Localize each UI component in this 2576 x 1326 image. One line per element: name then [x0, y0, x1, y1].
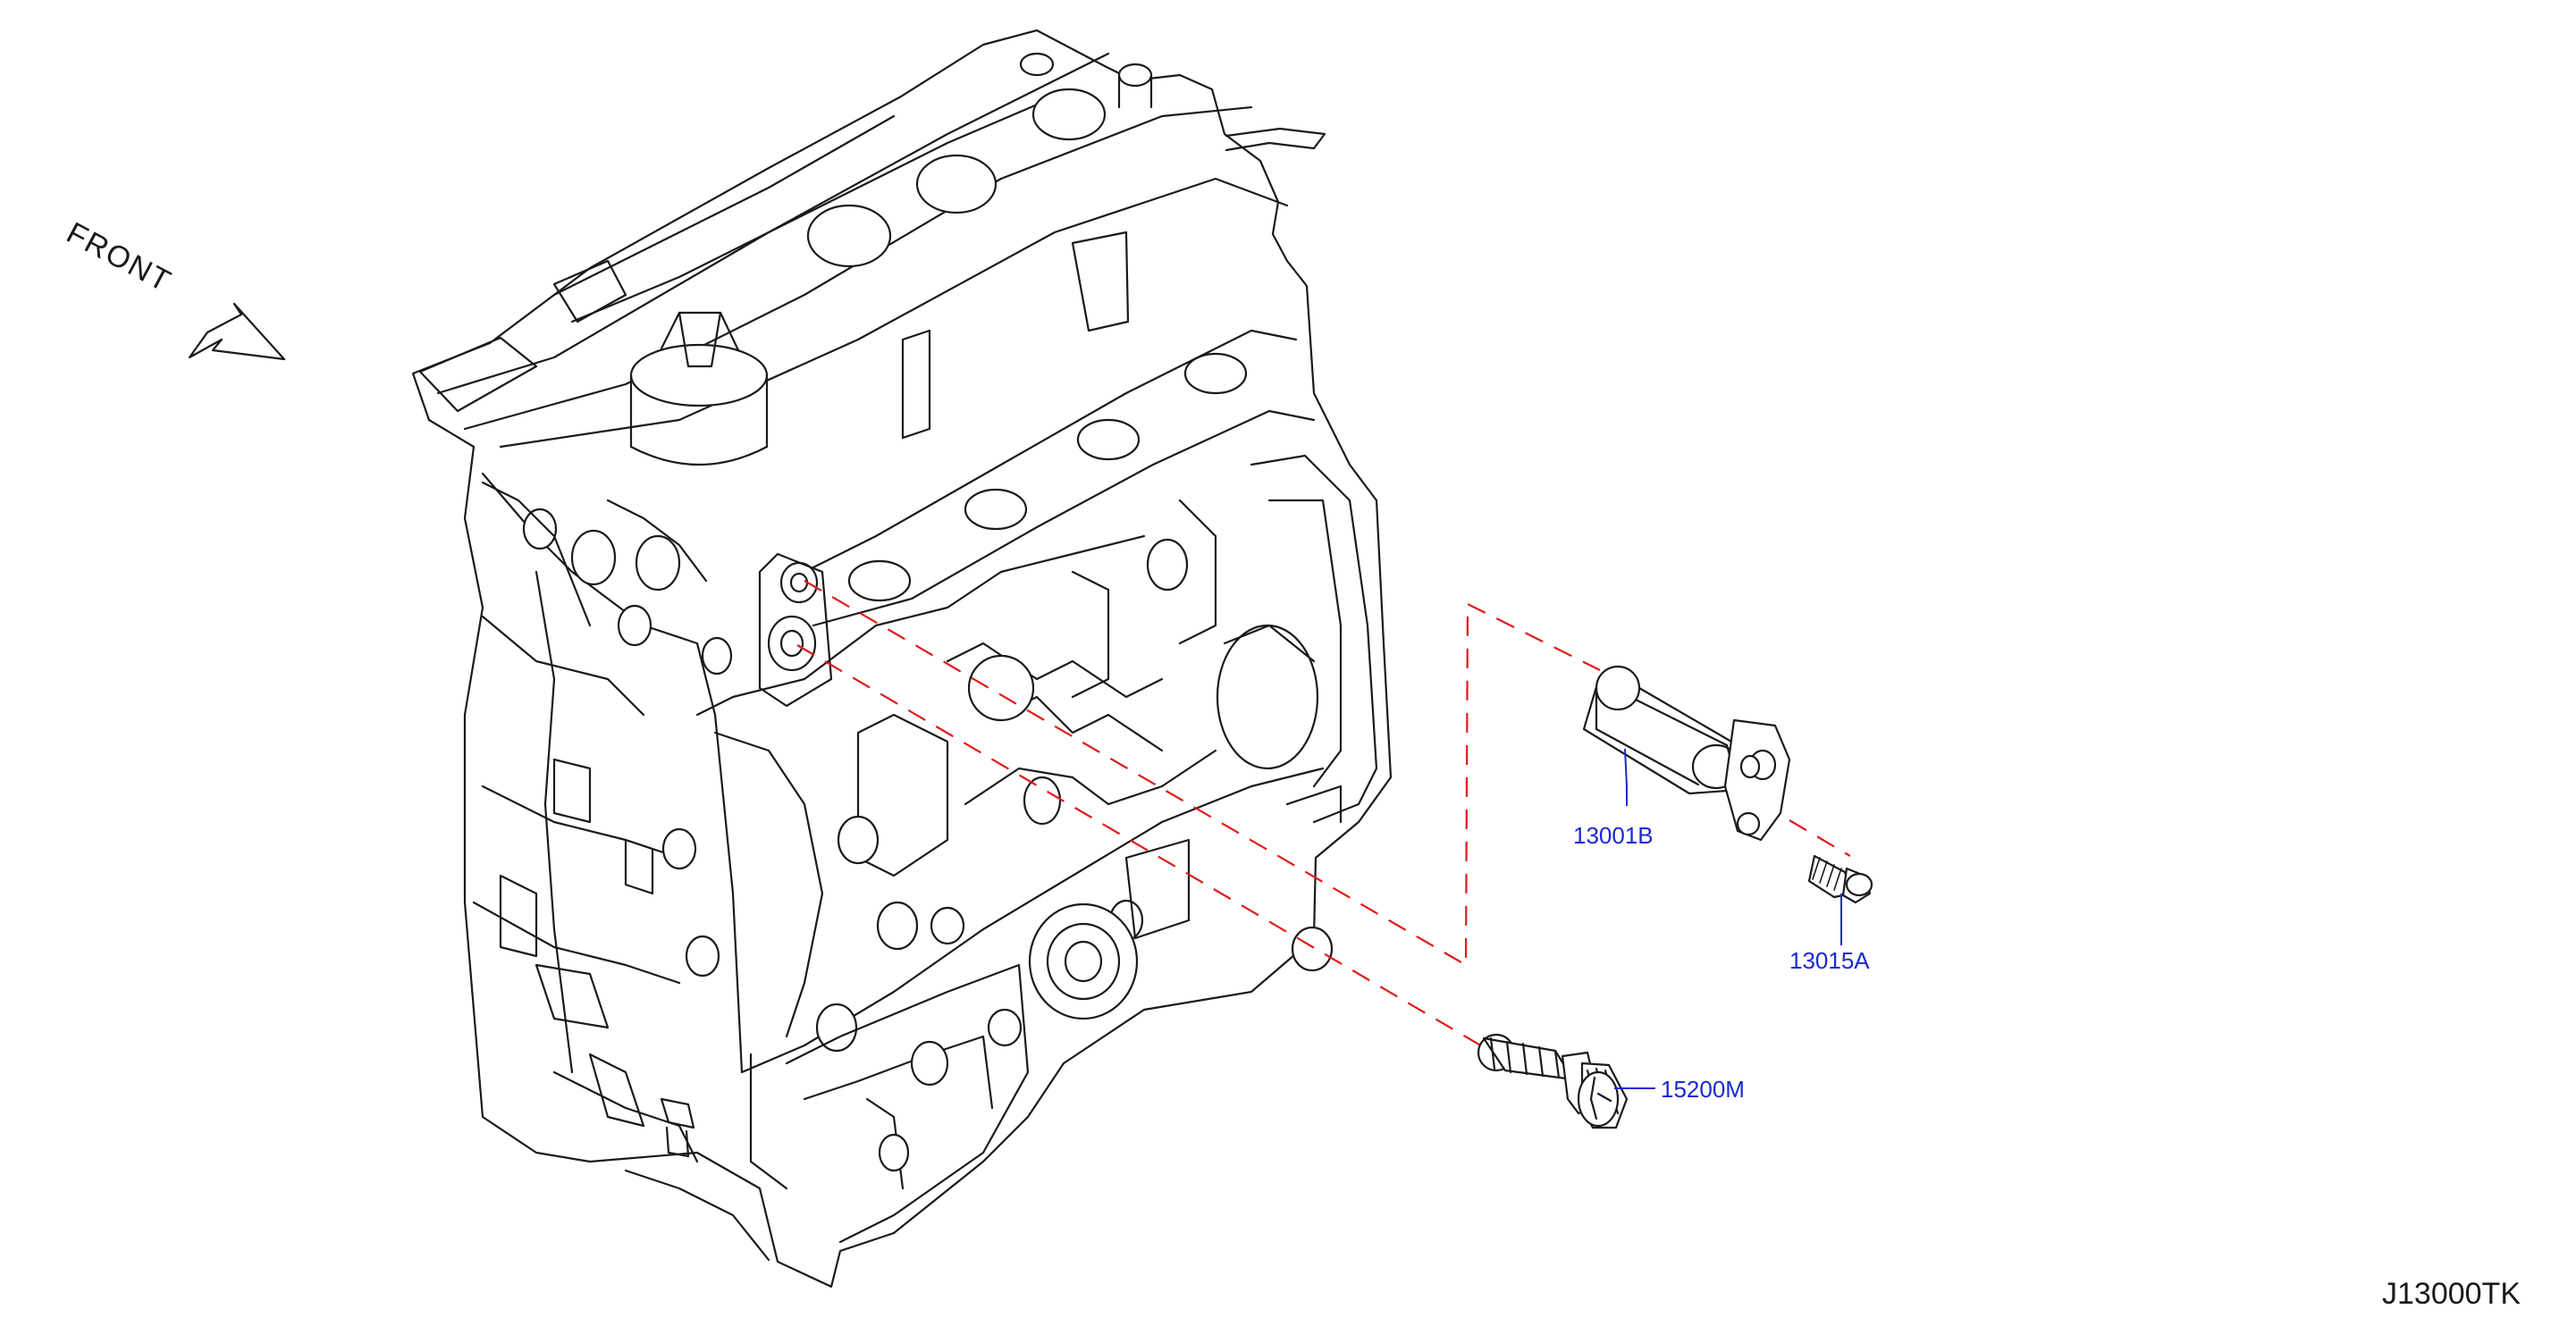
front-arrow-icon	[188, 302, 286, 361]
part-13001b[interactable]	[1582, 665, 1791, 842]
part-13015a[interactable]	[1807, 854, 1873, 945]
part-labels: 13001B 13015A 15200M	[1573, 822, 1870, 1103]
engine-assembly	[411, 29, 1393, 1288]
part-number-label[interactable]: 13001B	[1573, 822, 1654, 849]
diagram-code: J13000TK	[2382, 1277, 2521, 1311]
front-label: FRONT	[61, 216, 177, 299]
guide-lines	[796, 580, 1851, 1048]
front-indicator: FRONT	[61, 216, 286, 361]
part-number-label[interactable]: 15200M	[1661, 1076, 1745, 1103]
part-number-label[interactable]: 13015A	[1789, 947, 1870, 974]
part-15200m[interactable]	[1477, 1033, 1655, 1129]
